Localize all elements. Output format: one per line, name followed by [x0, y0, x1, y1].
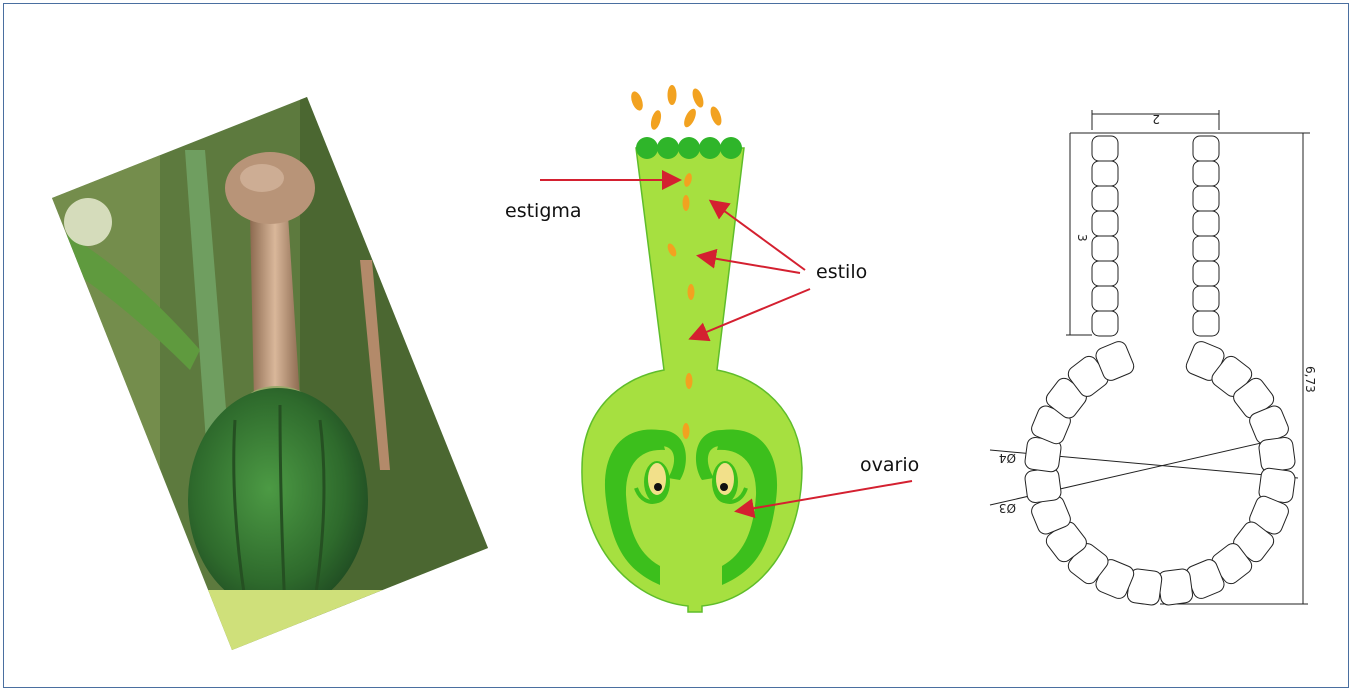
neck-segment [1193, 311, 1219, 336]
neck-segment [1092, 261, 1118, 286]
ring-segment [1024, 467, 1062, 503]
ring-segments [1024, 339, 1296, 606]
neck-segment [1193, 286, 1219, 311]
neck-segment [1193, 161, 1219, 186]
dim-label-total-height: 6,73 [1303, 366, 1317, 393]
neck-segment [1193, 136, 1219, 161]
neck-segment [1193, 261, 1219, 286]
neck-segment [1092, 136, 1118, 161]
neck-segment [1092, 161, 1118, 186]
neck-segments [1092, 136, 1219, 336]
neck-segment [1193, 186, 1219, 211]
neck-segment [1092, 186, 1118, 211]
neck-segment [1092, 286, 1118, 311]
dim-label-neck-length: 3 [1075, 234, 1089, 242]
ring-segment [1157, 568, 1193, 606]
neck-segment [1193, 211, 1219, 236]
dim-label-neck-width: 2 [1152, 112, 1160, 126]
dim-label-inner-diameter: Ø4 [999, 451, 1016, 465]
neck-segment [1092, 236, 1118, 261]
dim-label-outer-diameter: Ø3 [999, 501, 1016, 515]
neck-segment [1193, 236, 1219, 261]
neck-segment [1092, 311, 1118, 336]
neck-segment [1092, 211, 1118, 236]
ring-segment [1258, 437, 1296, 473]
